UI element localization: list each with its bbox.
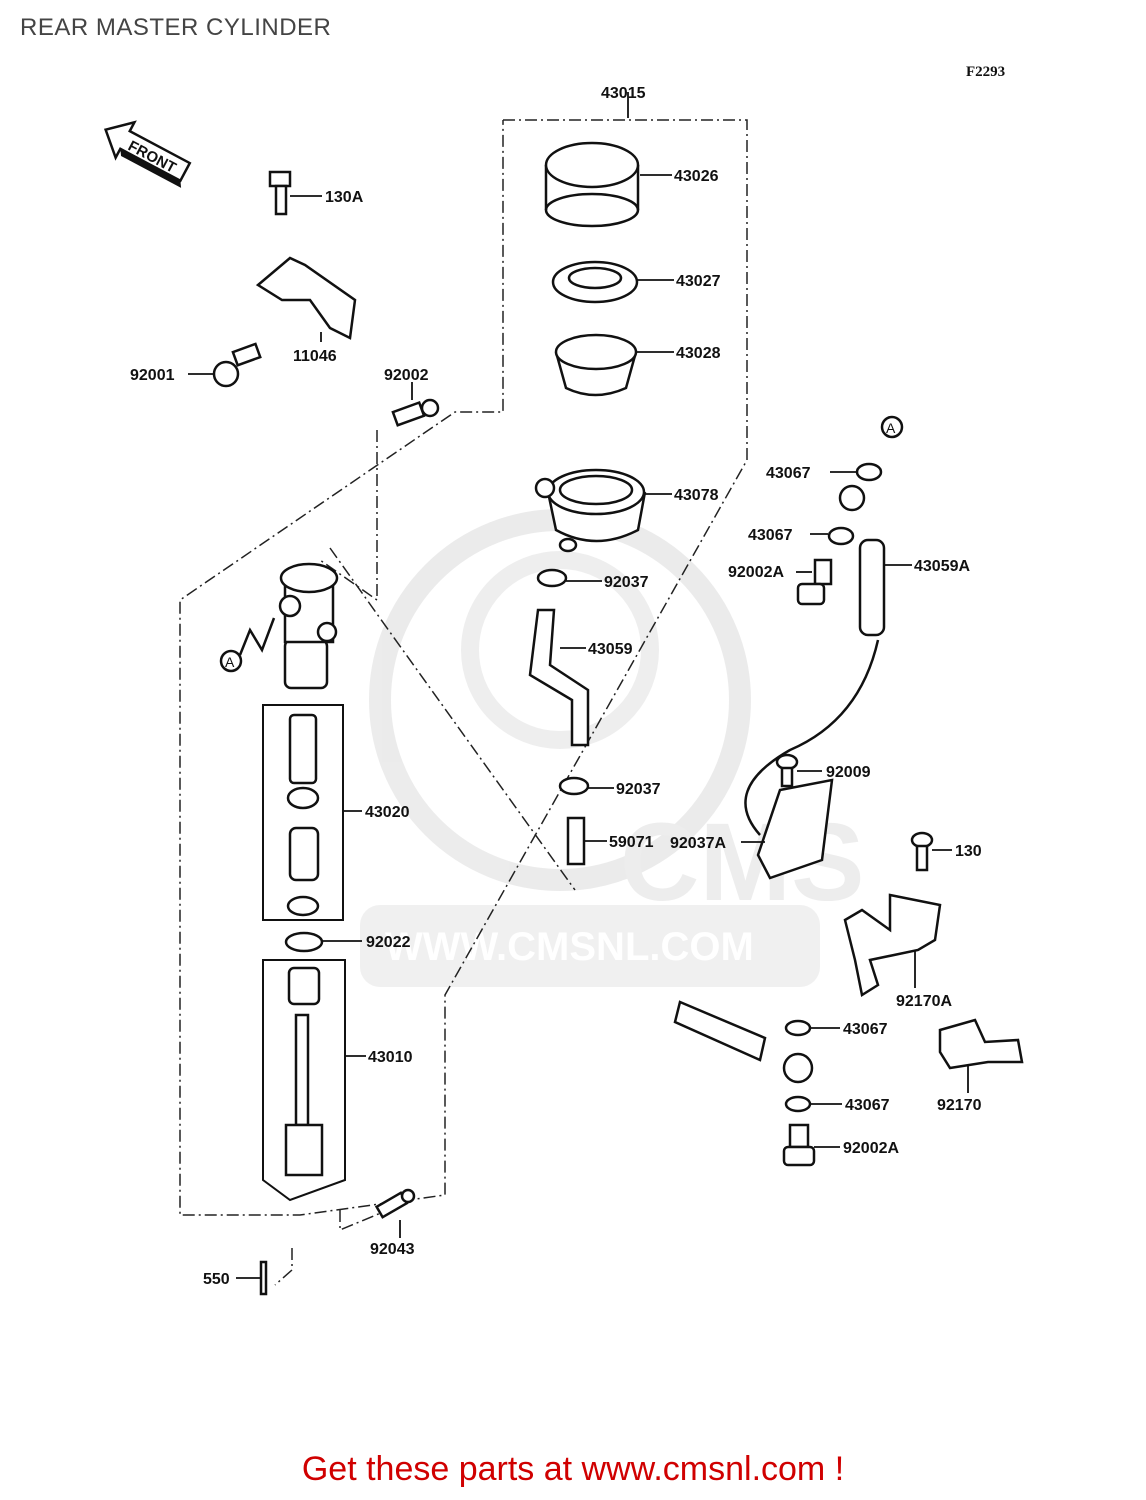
part-label-92002a: 92002A xyxy=(728,564,784,581)
reservoir-body-icon xyxy=(534,468,647,553)
part-label-43028: 43028 xyxy=(676,345,721,362)
part-label-43026: 43026 xyxy=(674,168,719,185)
part-label-43067: 43067 xyxy=(843,1021,888,1038)
part-label-43020: 43020 xyxy=(365,804,410,821)
banjo-bolt-icon xyxy=(782,1123,816,1167)
banjo-bolt-icon xyxy=(796,558,833,606)
washer-icon xyxy=(784,1095,812,1113)
push-rod-icon xyxy=(284,966,324,1177)
part-label-92002a: 92002A xyxy=(843,1140,899,1157)
ref-marker-a: A xyxy=(880,415,904,439)
leader-lines xyxy=(188,92,969,1279)
diaphragm-icon xyxy=(554,333,638,397)
reservoir-cap-icon xyxy=(544,141,640,228)
brake-hose-icon xyxy=(858,538,886,637)
exploded-parts-diagram: CMS WWW.CMSNL.COM FRONT xyxy=(103,85,1024,1296)
cotter-pin-icon xyxy=(259,1260,268,1296)
assembly-outlines xyxy=(179,119,748,1286)
assembly-43010-box xyxy=(262,959,346,1202)
part-label-43015: 43015 xyxy=(601,85,646,102)
hose-clamp-icon xyxy=(558,776,590,796)
master-cylinder-body-icon xyxy=(278,562,339,690)
bolt-92001-icon xyxy=(212,342,262,388)
part-label-43027: 43027 xyxy=(676,273,721,290)
part-label-43078: 43078 xyxy=(674,487,719,504)
piston-kit-icon xyxy=(286,713,320,917)
washer-icon xyxy=(855,462,883,482)
part-label-92170: 92170 xyxy=(937,1097,982,1114)
banjo-fitting-icon xyxy=(838,484,866,512)
watermark-url: WWW.CMSNL.COM xyxy=(385,925,754,969)
part-label-43067: 43067 xyxy=(748,527,793,544)
clamp-92170-icon xyxy=(938,1018,1024,1070)
part-label-92043: 92043 xyxy=(370,1241,415,1258)
part-label-43067: 43067 xyxy=(845,1097,890,1114)
assembly-43020-box xyxy=(262,704,344,921)
part-drawings: A A xyxy=(212,141,1024,1296)
circlip-icon xyxy=(284,931,324,953)
part-labels: 43015 43026 43027 43028 43078 92037 4305… xyxy=(130,85,982,1288)
part-label-92170a: 92170A xyxy=(896,993,952,1010)
washer-icon xyxy=(827,526,855,546)
part-label-43059a: 43059A xyxy=(914,558,970,575)
clamp-92170a-icon xyxy=(843,893,942,998)
diaphragm-plate-icon xyxy=(551,260,639,304)
lower-brake-hose-icon xyxy=(673,1000,767,1062)
part-label-92002: 92002 xyxy=(384,367,429,384)
part-label-43059: 43059 xyxy=(588,641,633,658)
reservoir-hose-icon xyxy=(528,608,590,747)
hose-fitting-icon xyxy=(566,816,586,866)
hose-guide-icon xyxy=(756,778,834,880)
part-label-11046: 11046 xyxy=(293,348,337,365)
part-label-550: 550 xyxy=(203,1271,230,1288)
part-label-130: 130 xyxy=(955,843,982,860)
page-title: REAR MASTER CYLINDER xyxy=(20,14,332,41)
figure-code: F2293 xyxy=(966,64,1006,80)
ref-leader xyxy=(238,617,276,656)
screw-92009-icon xyxy=(775,753,799,788)
part-label-43067: 43067 xyxy=(766,465,811,482)
part-label-43010: 43010 xyxy=(368,1049,413,1066)
part-label-92022: 92022 xyxy=(366,934,411,951)
part-label-92009: 92009 xyxy=(826,764,871,781)
part-label-92037: 92037 xyxy=(604,574,649,591)
part-label-92037: 92037 xyxy=(616,781,661,798)
part-label-92037a: 92037A xyxy=(670,835,726,852)
bolt-130a-icon xyxy=(268,170,292,216)
lower-banjo-icon xyxy=(782,1052,814,1084)
front-arrow-icon: FRONT xyxy=(103,120,192,188)
ref-marker-a-text: A xyxy=(886,420,896,436)
brake-hose-line xyxy=(744,639,880,836)
washer-icon xyxy=(784,1019,812,1037)
part-label-59071: 59071 xyxy=(609,834,654,851)
part-label-130a: 130A xyxy=(325,189,364,206)
hose-clamp-icon xyxy=(536,568,568,588)
bolt-130-icon xyxy=(910,831,934,872)
footer-link-text[interactable]: Get these parts at www.cmsnl.com ! xyxy=(301,1450,845,1488)
clevis-pin-icon xyxy=(374,1188,416,1219)
bracket-11046-icon xyxy=(255,256,357,340)
ref-marker-a-text: A xyxy=(225,654,235,670)
ref-marker-a: A xyxy=(219,649,243,673)
bolt-92002-icon xyxy=(391,398,440,427)
part-label-92001: 92001 xyxy=(130,367,175,384)
